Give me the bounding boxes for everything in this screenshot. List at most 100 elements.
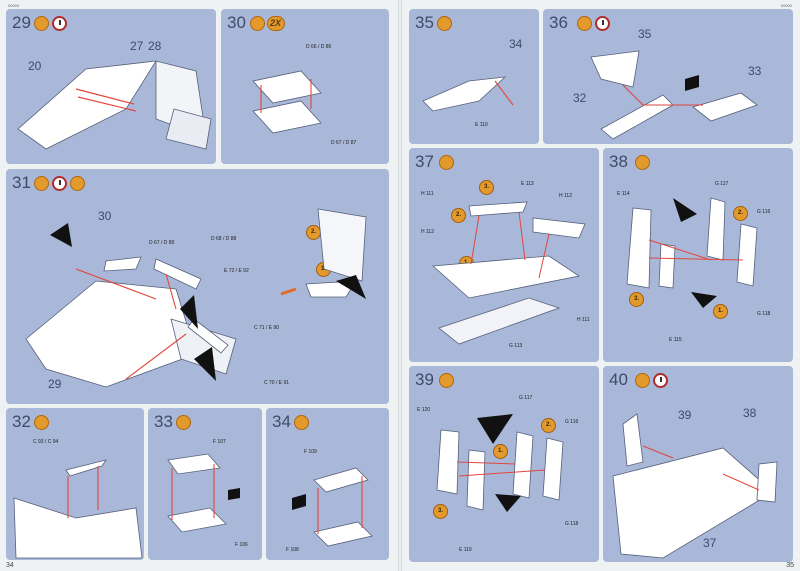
part-ref: G 116 (565, 419, 579, 425)
page-header-code: 00000 (780, 3, 792, 8)
step-number: 40 (609, 370, 628, 389)
part-label: 34 (509, 37, 523, 51)
part-label: 32 (573, 91, 587, 105)
step-33-panel: 33 F 107 F 106 (148, 408, 262, 560)
step-30-panel: 30 2X D 66 / D 86 D 67 / D 87 (221, 9, 389, 164)
part-label: 35 (638, 27, 652, 41)
step-number: 37 (415, 152, 434, 171)
fin-illustration (436, 414, 564, 512)
glue-icon (34, 176, 49, 191)
step-39-panel: 39 E 120 G 117 G 116 G 118 E 119 1. 2. 3… (409, 366, 599, 562)
step-32-panel: 32 C 93 / C 94 (6, 408, 144, 560)
step-number: 32 (12, 412, 31, 431)
part-ref: D 67 / D 87 (331, 140, 357, 146)
sequence-badge: 2. (733, 206, 748, 221)
part-ref: C 71 / E 90 (254, 325, 280, 331)
sequence-badge: 3. (629, 292, 644, 307)
sequence-badge: 1. (713, 304, 728, 319)
step-number: 38 (609, 152, 628, 171)
boom-assembly-illustration (432, 201, 586, 345)
part-label: 27 (130, 39, 144, 53)
part-label: 37 (703, 536, 717, 550)
part-ref: H 112 (421, 229, 434, 235)
part-ref: G 118 (565, 521, 579, 527)
part-ref: E 119 (459, 547, 472, 553)
glue-icon (34, 16, 49, 31)
step-number: 36 (549, 13, 568, 32)
page-fold (398, 0, 402, 571)
step-number: 29 (12, 13, 31, 32)
glue-icon (294, 415, 309, 430)
glue-icon (437, 16, 452, 31)
part-ref: H 112 (559, 193, 572, 199)
step-31-panel: 31 30 29 D 67 / D 89 D 68 / D 88 E 72 / … (6, 169, 389, 404)
part-ref: G 117 (715, 181, 729, 187)
part-label: 29 (48, 377, 62, 391)
tail-assembly-illustration (590, 50, 758, 140)
step-36-panel: 36 35 32 33 (543, 9, 793, 144)
glue-icon (635, 373, 650, 388)
part-label: 28 (148, 39, 162, 53)
part-ref: E 120 (417, 407, 431, 413)
fighter-assembly-illustration (25, 208, 367, 388)
glue-icon (70, 176, 85, 191)
glue-icon (176, 415, 191, 430)
part-ref: E 114 (617, 191, 630, 197)
clock-icon (595, 16, 610, 31)
box-illustration (167, 453, 240, 533)
part-label: 30 (98, 209, 112, 223)
step-number: 35 (415, 13, 434, 32)
glue-icon (577, 16, 592, 31)
part-label: 33 (748, 64, 762, 78)
step-34-panel: 34 F 109 F 108 (266, 408, 389, 560)
clock-icon (653, 373, 668, 388)
part-ref: D 66 / D 86 (306, 44, 332, 50)
step-38-panel: 38 E 114 G 117 G 116 G 118 E 115 2. 3. 1… (603, 148, 793, 362)
part-ref: F 106 (235, 542, 248, 548)
multiplier-text: 2X (270, 18, 282, 28)
part-label: 39 (678, 408, 692, 422)
part-ref: D 67 / D 89 (149, 240, 175, 246)
part-ref: G 116 (757, 209, 771, 215)
part-ref: H 111 (421, 191, 434, 197)
part-ref: H 111 (577, 317, 590, 323)
part-ref: F 107 (213, 439, 226, 445)
part-ref: C 70 / E 91 (264, 380, 290, 386)
fin-illustration (626, 197, 758, 308)
glue-icon (439, 373, 454, 388)
part-label: 38 (743, 406, 757, 420)
glue-icon (250, 16, 265, 31)
part-ref: D 68 / D 88 (211, 236, 237, 242)
step-number: 30 (227, 13, 246, 32)
step-number: 33 (154, 412, 173, 431)
step-number: 31 (12, 173, 31, 192)
part-ref: F 108 (286, 547, 299, 553)
part-label: 20 (28, 59, 42, 73)
part-ref: G 117 (519, 395, 533, 401)
part-ref: E 110 (475, 122, 488, 128)
part-ref: C 93 / C 94 (33, 439, 59, 445)
sequence-badge: 3. (433, 504, 448, 519)
page-number: 34 (6, 562, 14, 569)
part-ref: G 118 (757, 311, 771, 317)
step-35-panel: 35 34 E 110 (409, 9, 539, 144)
step-37-panel: 37 E 113 H 111 H 112 H 112 H 111 G 113 3… (409, 148, 599, 362)
clock-icon (52, 16, 67, 31)
stabilizer-illustration (422, 76, 514, 112)
step-29-panel: 29 20 27 28 (6, 9, 216, 164)
final-assembly-illustration (612, 413, 778, 559)
part-ref: F 109 (304, 449, 317, 455)
multiplier-badge (267, 16, 285, 31)
glue-icon (635, 155, 650, 170)
glue-icon (34, 415, 49, 430)
sequence-badge: 3. (479, 180, 494, 195)
part-ref: G 113 (509, 343, 523, 349)
glue-icon (439, 155, 454, 170)
step-40-panel: 40 39 38 37 (603, 366, 793, 562)
fuselage-illustration (17, 60, 212, 150)
step-number: 39 (415, 370, 434, 389)
page-number: 35 (786, 562, 794, 569)
page-header-code: 00000 (8, 3, 20, 8)
sequence-badge: 1. (493, 444, 508, 459)
box-illustration (252, 70, 322, 134)
